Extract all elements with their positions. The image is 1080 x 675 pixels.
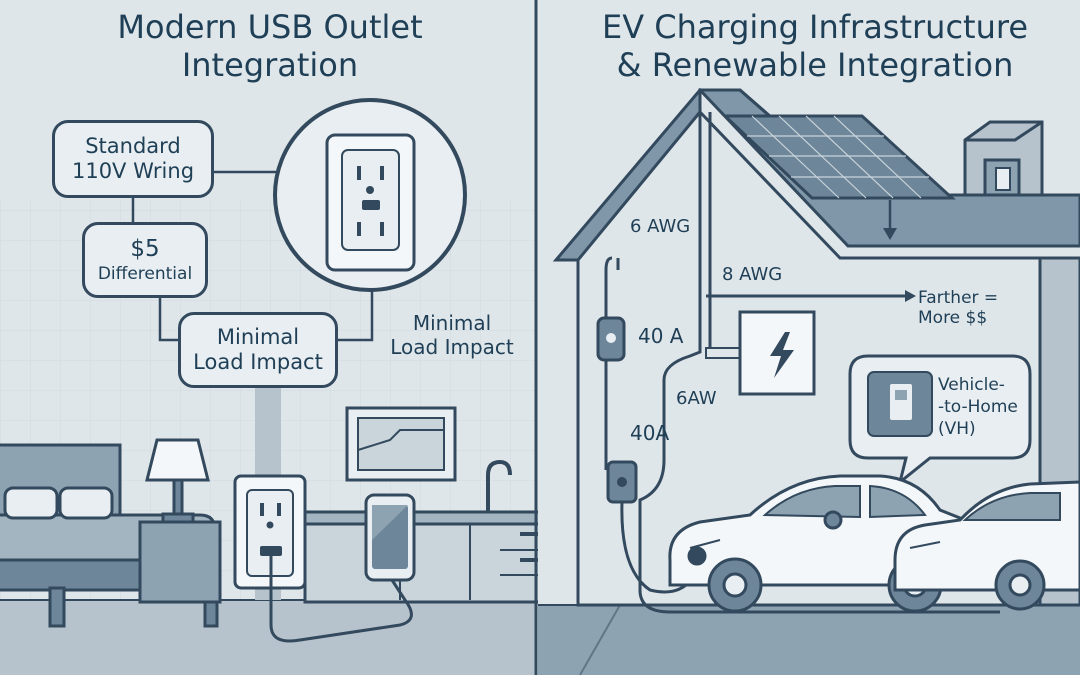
minimal-load-box-line2: Load Impact — [193, 350, 323, 374]
ev-charger-icon — [606, 460, 702, 594]
v2h-bubble — [848, 354, 1032, 486]
standard-wiring-box: Standard 110V Wring — [52, 120, 214, 198]
left-title-line1: Modern USB Outlet — [117, 8, 423, 46]
v2h-label: Vehicle- -to-Home (VH) — [938, 374, 1018, 440]
amp-40a-lower-label: 40A — [630, 421, 670, 445]
faucet-icon — [486, 459, 512, 512]
right-title-line2: & Renewable Integration — [616, 46, 1014, 84]
electric-meter — [596, 316, 626, 362]
left-title-line2: Integration — [181, 46, 359, 84]
v2h-line1: Vehicle- — [938, 375, 1005, 395]
wire-6awg-label: 6 AWG — [630, 216, 691, 237]
charging-cable — [269, 556, 413, 643]
standard-wiring-line2: 110V Wring — [71, 159, 195, 183]
minimal-load-free-line1: Minimal — [412, 311, 492, 335]
farther-line1: Farther = — [918, 288, 999, 308]
v2h-line2: -to-Home — [938, 397, 1018, 418]
smartphone-icon — [364, 493, 416, 582]
minimal-load-box: Minimal Load Impact — [178, 312, 338, 388]
farther-line2: More $$ — [918, 308, 988, 329]
solar-panel-icon — [721, 114, 956, 200]
amp-40a-upper-label: 40 A — [638, 324, 684, 348]
usb-wall-outlet — [233, 474, 307, 590]
minimal-load-free-line2: Load Impact — [390, 334, 514, 359]
minimal-load-label: Minimal Load Impact — [382, 311, 522, 359]
lightning-bolt-icon — [738, 310, 816, 396]
differential-amount: $5 — [130, 236, 160, 263]
minimal-load-box-line1: Minimal — [216, 325, 300, 350]
window — [345, 406, 457, 482]
standard-wiring-line1: Standard — [85, 134, 181, 159]
differential-box: $5 Differential — [82, 222, 208, 298]
left-panel-title: Modern USB Outlet Integration — [30, 8, 510, 84]
right-panel-title: EV Charging Infrastructure & Renewable I… — [560, 8, 1070, 84]
electric-car-2-icon — [893, 480, 1080, 611]
wire-8awg-label: 8 AWG — [722, 264, 783, 285]
driveway — [538, 605, 1080, 675]
differential-label: Differential — [97, 263, 193, 284]
left-floor — [0, 600, 535, 675]
usb-outlet-icon — [273, 98, 467, 292]
wire-6aw-label: 6AW — [676, 388, 717, 409]
v2h-line3: (VH) — [938, 419, 976, 440]
label-connectors — [131, 170, 374, 342]
lamp-icon — [145, 438, 210, 524]
nightstand — [138, 520, 222, 604]
right-title-line1: EV Charging Infrastructure — [601, 8, 1029, 46]
farther-cost-label: Farther = More $$ — [918, 288, 998, 328]
